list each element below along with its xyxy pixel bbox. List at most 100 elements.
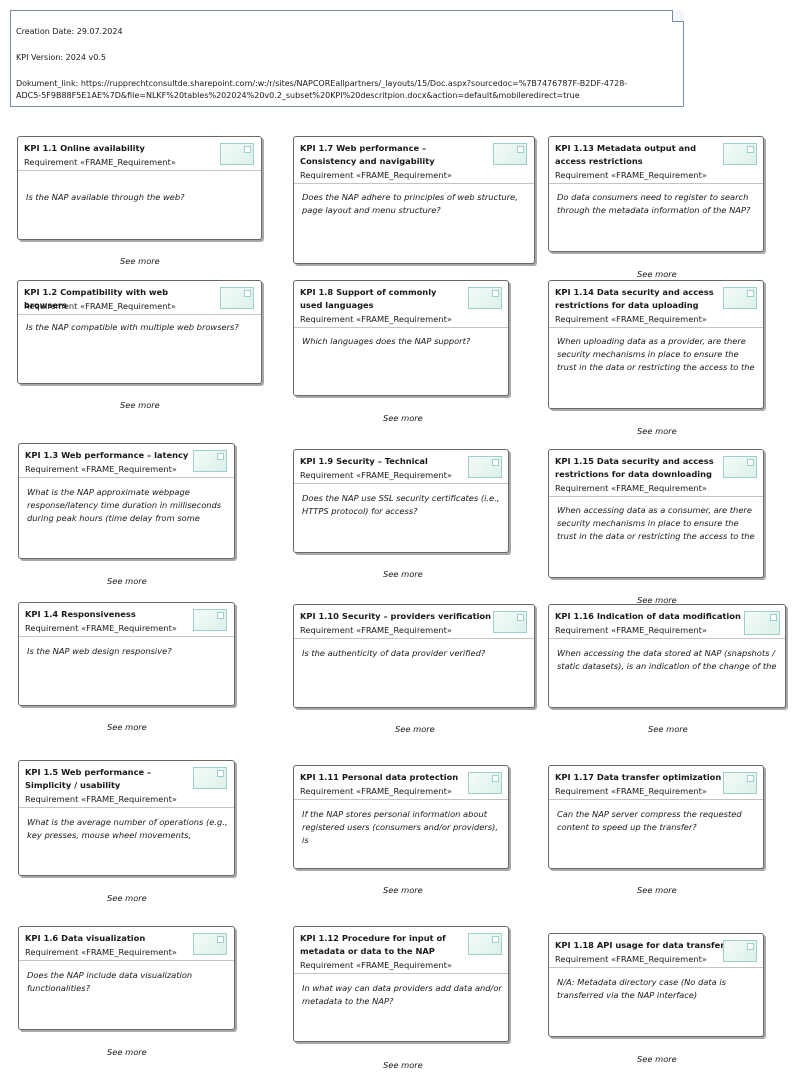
see-more-link-1-8[interactable]: See more — [383, 413, 423, 423]
see-more-link-1-3[interactable]: See more — [107, 576, 147, 586]
kpi-card-1-18[interactable]: KPI 1.18 API usage for data transfer Req… — [548, 933, 764, 1037]
kpi-card-1-16[interactable]: KPI 1.16 Indication of data modification… — [548, 604, 786, 708]
requirement-icon — [193, 933, 227, 955]
requirement-icon — [220, 143, 254, 165]
card-title: KPI 1.3 Web performance – latency — [25, 450, 189, 460]
requirement-icon — [723, 287, 757, 309]
document-link-line-2[interactable]: ADC5-5F9B88F5E1AE%7D&file=NLKF%20tables%… — [16, 91, 580, 100]
card-stereotype: Requirement «FRAME_Requirement» — [25, 794, 177, 804]
requirement-icon — [723, 143, 757, 165]
document-info-note: Creation Date: 29.07.2024 KPI Version: 2… — [10, 10, 684, 107]
card-question: When accessing the data stored at NAP (s… — [557, 648, 777, 671]
kpi-card-1-12[interactable]: KPI 1.12 Procedure for input of metadata… — [293, 926, 509, 1042]
card-stereotype: Requirement «FRAME_Requirement» — [300, 314, 452, 324]
card-stereotype: Requirement «FRAME_Requirement» — [555, 625, 707, 635]
see-more-link-1-15[interactable]: See more — [637, 595, 677, 605]
see-more-link-1-16[interactable]: See more — [648, 724, 688, 734]
card-stereotype: Requirement «FRAME_Requirement» — [555, 954, 707, 964]
see-more-link-1-17[interactable]: See more — [637, 885, 677, 895]
card-stereotype: Requirement «FRAME_Requirement» — [300, 786, 452, 796]
card-title: KPI 1.11 Personal data protection — [300, 772, 459, 782]
kpi-card-1-8[interactable]: KPI 1.8 Support of commonly used languag… — [293, 280, 509, 396]
card-question: In what way can data providers add data … — [302, 983, 502, 1006]
see-more-link-1-18[interactable]: See more — [637, 1054, 677, 1064]
kpi-card-1-5[interactable]: KPI 1.5 Web performance – Simplicity / u… — [18, 760, 235, 876]
see-more-link-1-10[interactable]: See more — [395, 724, 435, 734]
note-folded-corner — [672, 10, 684, 22]
card-title: KPI 1.6 Data visualization — [25, 933, 146, 943]
card-question: Is the NAP available through the web? — [26, 192, 185, 202]
card-stereotype: Requirement «FRAME_Requirement» — [25, 623, 177, 633]
see-more-link-1-11[interactable]: See more — [383, 885, 423, 895]
card-question: Which languages does the NAP support? — [302, 336, 471, 346]
card-question: If the NAP stores personal information a… — [302, 809, 498, 845]
kpi-card-1-2[interactable]: KPI 1.2 Compatibility with web browsers … — [17, 280, 262, 384]
requirement-icon — [468, 933, 502, 955]
card-title: KPI 1.1 Online availability — [24, 143, 145, 153]
card-stereotype: Requirement «FRAME_Requirement» — [24, 301, 176, 311]
see-more-link-1-2[interactable]: See more — [120, 400, 160, 410]
kpi-version: KPI Version: 2024 v0.5 — [16, 53, 106, 62]
see-more-link-1-9[interactable]: See more — [383, 569, 423, 579]
requirement-icon — [723, 940, 757, 962]
card-question: When uploading data as a provider, are t… — [557, 336, 755, 372]
see-more-link-1-1[interactable]: See more — [120, 256, 160, 266]
card-question: Does the NAP use SSL security certificat… — [302, 493, 500, 516]
kpi-card-1-1[interactable]: KPI 1.1 Online availability Requirement … — [17, 136, 262, 240]
card-question: What is the NAP approximate webpage resp… — [27, 487, 222, 523]
card-question: What is the average number of operations… — [27, 817, 228, 840]
card-title: KPI 1.14 Data security and access restri… — [555, 287, 714, 310]
kpi-card-1-4[interactable]: KPI 1.4 Responsiveness Requirement «FRAM… — [18, 602, 235, 706]
kpi-card-1-17[interactable]: KPI 1.17 Data transfer optimization Requ… — [548, 765, 764, 869]
card-title: KPI 1.13 Metadata output and access rest… — [555, 143, 697, 166]
requirement-icon — [468, 456, 502, 478]
card-question: When accessing data as a consumer, are t… — [557, 505, 755, 541]
card-title: KPI 1.9 Security – Technical — [300, 456, 428, 466]
kpi-card-1-13[interactable]: KPI 1.13 Metadata output and access rest… — [548, 136, 764, 252]
see-more-link-1-12[interactable]: See more — [383, 1060, 423, 1070]
kpi-card-1-11[interactable]: KPI 1.11 Personal data protection Requir… — [293, 765, 509, 869]
card-title: KPI 1.10 Security – providers verificati… — [300, 611, 492, 621]
card-stereotype: Requirement «FRAME_Requirement» — [300, 960, 452, 970]
card-title: KPI 1.4 Responsiveness — [25, 609, 136, 619]
requirement-icon — [744, 611, 780, 635]
requirement-icon — [468, 772, 502, 794]
card-stereotype: Requirement «FRAME_Requirement» — [555, 483, 707, 493]
kpi-card-1-15[interactable]: KPI 1.15 Data security and access restri… — [548, 449, 764, 578]
card-stereotype: Requirement «FRAME_Requirement» — [24, 157, 176, 167]
see-more-link-1-6[interactable]: See more — [107, 1047, 147, 1057]
see-more-link-1-4[interactable]: See more — [107, 722, 147, 732]
kpi-card-1-7[interactable]: KPI 1.7 Web performance – Consistency an… — [293, 136, 535, 264]
requirement-icon — [723, 456, 757, 478]
card-question: Is the NAP web design responsive? — [27, 646, 172, 656]
kpi-card-1-9[interactable]: KPI 1.9 Security – Technical Requirement… — [293, 449, 509, 553]
card-title: KPI 1.17 Data transfer optimization — [555, 772, 722, 782]
card-question: Does the NAP adhere to principles of web… — [302, 192, 518, 215]
card-stereotype: Requirement «FRAME_Requirement» — [555, 314, 707, 324]
kpi-card-1-10[interactable]: KPI 1.10 Security – providers verificati… — [293, 604, 535, 708]
see-more-link-1-5[interactable]: See more — [107, 893, 147, 903]
card-title: KPI 1.15 Data security and access restri… — [555, 456, 714, 479]
card-stereotype: Requirement «FRAME_Requirement» — [25, 947, 177, 957]
requirement-icon — [468, 287, 502, 309]
requirement-icon — [493, 611, 527, 633]
card-stereotype: Requirement «FRAME_Requirement» — [300, 170, 452, 180]
requirement-icon — [220, 287, 254, 309]
kpi-card-1-14[interactable]: KPI 1.14 Data security and access restri… — [548, 280, 764, 409]
card-stereotype: Requirement «FRAME_Requirement» — [555, 786, 707, 796]
kpi-card-1-3[interactable]: KPI 1.3 Web performance – latency Requir… — [18, 443, 235, 559]
card-title: KPI 1.5 Web performance – Simplicity / u… — [25, 767, 152, 790]
card-question: Does the NAP include data visualization … — [27, 970, 193, 993]
requirement-icon — [193, 609, 227, 631]
card-question: Is the NAP compatible with multiple web … — [26, 322, 239, 332]
card-title: KPI 1.16 Indication of data modification — [555, 611, 741, 621]
card-stereotype: Requirement «FRAME_Requirement» — [555, 170, 707, 180]
document-link-line-1[interactable]: Dokument_link: https://rupprechtconsultd… — [16, 79, 628, 88]
requirement-icon — [193, 450, 227, 472]
kpi-card-1-6[interactable]: KPI 1.6 Data visualization Requirement «… — [18, 926, 235, 1030]
card-question: N/A: Metadata directory case (No data is… — [557, 977, 726, 1000]
card-question: Do data consumers need to register to se… — [557, 192, 751, 215]
see-more-link-1-13[interactable]: See more — [637, 269, 677, 279]
requirement-icon — [493, 143, 527, 165]
see-more-link-1-14[interactable]: See more — [637, 426, 677, 436]
